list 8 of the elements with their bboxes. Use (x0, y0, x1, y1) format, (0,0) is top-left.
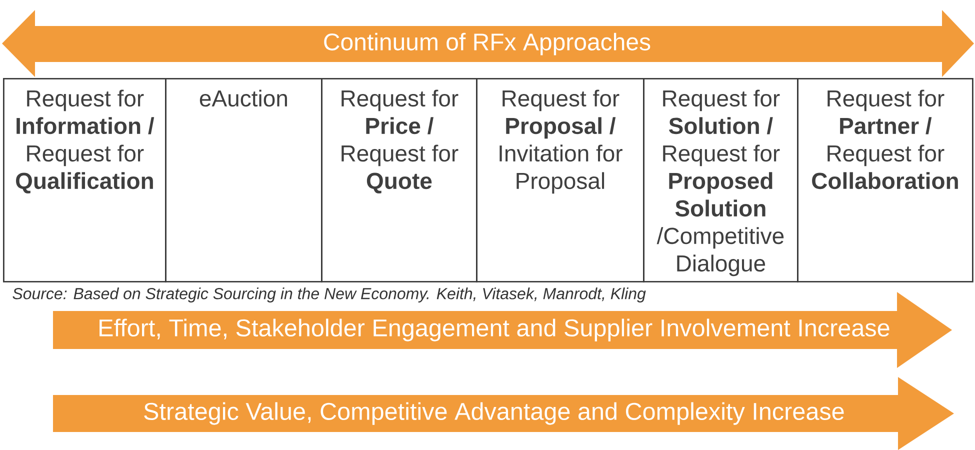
arrow-banner: Strategic Value, Competitive Advantage and Complexity Increase (53, 377, 954, 450)
table-cell: Request for Information / Request for Qualification (3, 78, 166, 282)
table-cell: Request for Proposal / Invitation for Proposal (476, 78, 644, 282)
table-cell: Request for Price / Request for Quote (321, 78, 478, 282)
table-cell: Request for Partner / Request for Collaboration (797, 78, 974, 282)
table-cell: eAuction (165, 78, 322, 282)
table-cell: Request for Solution / Request for Proposed Solution /Competitive Dialogue (643, 78, 798, 282)
double-arrow-banner: Continuum of RFx Approaches (2, 10, 974, 77)
